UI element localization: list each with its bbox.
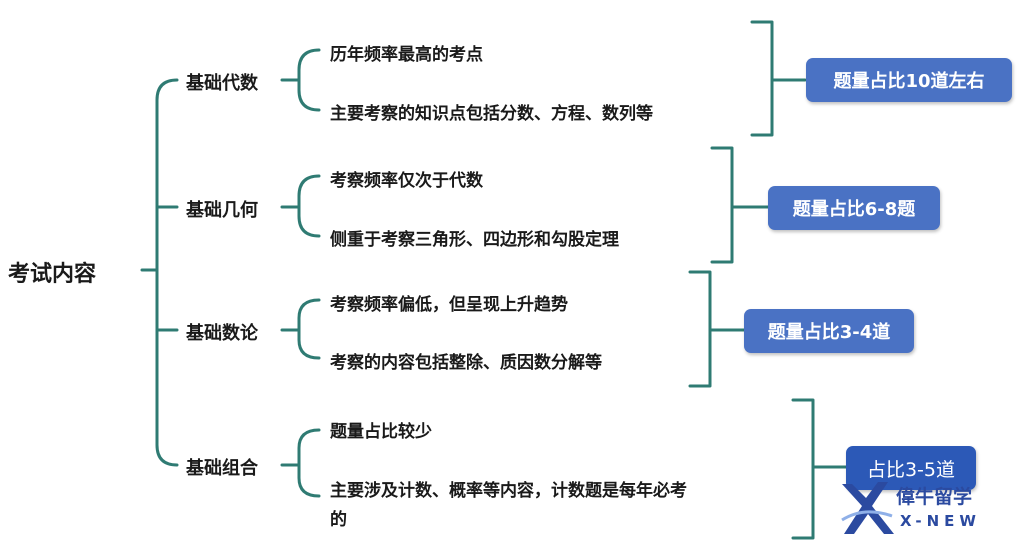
branch-2-left-bracket (297, 174, 321, 238)
algebra-share-tag: 题量占比10道左右 (806, 58, 1012, 102)
branch-4-left-bracket (297, 428, 321, 498)
main-bracket (155, 78, 179, 467)
logo-subtitle: X-NEW (900, 512, 981, 530)
branch-geometry: 基础几何 (186, 200, 258, 221)
branch-1-left-bracket (297, 48, 321, 112)
root-node: 考试内容 (8, 262, 97, 287)
branch-number-theory: 基础数论 (186, 323, 258, 344)
combinatorics-point-2: 主要涉及计数、概率等内容，计数题是每年必考 (330, 481, 687, 501)
logo-name: 偉牛留学 (896, 486, 973, 508)
branch-2-right-bracket (710, 146, 734, 264)
geometry-point-2: 侧重于考察三角形、四边形和勾股定理 (330, 230, 619, 250)
algebra-point-1: 历年频率最高的考点 (330, 45, 483, 65)
algebra-point-2: 主要考察的知识点包括分数、方程、数列等 (330, 104, 653, 124)
number-theory-point-1: 考察频率偏低，但呈现上升趋势 (330, 295, 568, 315)
branch-combinatorics: 基础组合 (186, 458, 258, 479)
x-new-logo-icon (841, 482, 894, 534)
branch-1-right-bracket (750, 20, 774, 137)
combinatorics-point-2-continued: 的 (330, 510, 347, 530)
combinatorics-point-1: 题量占比较少 (330, 422, 432, 442)
branch-4-right-bracket (791, 398, 815, 540)
branch-3-left-bracket (297, 298, 321, 360)
combinatorics-share-tag: 占比3-5道 (846, 446, 976, 490)
branch-3-right-bracket (688, 270, 712, 388)
number-theory-share-tag: 题量占比3-4道 (744, 309, 914, 353)
number-theory-point-2: 考察的内容包括整除、质因数分解等 (330, 353, 602, 373)
geometry-point-1: 考察频率仅次于代数 (330, 171, 483, 191)
branch-algebra: 基础代数 (186, 73, 258, 94)
brand-logo: 偉牛留学 X-NEW (838, 474, 1018, 540)
geometry-share-tag: 题量占比6-8题 (768, 186, 940, 230)
